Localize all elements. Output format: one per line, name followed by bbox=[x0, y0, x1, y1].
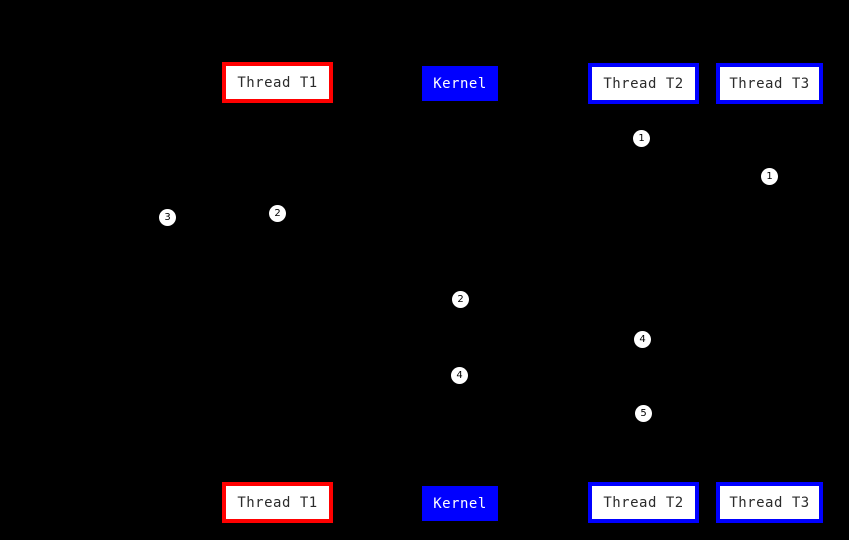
participant-box-t1-bottom[interactable]: Thread T1 bbox=[222, 482, 333, 523]
participant-box-t1-top[interactable]: Thread T1 bbox=[222, 62, 333, 103]
step-badge: 3 bbox=[159, 209, 176, 226]
participant-label-t1-top: Thread T1 bbox=[237, 74, 318, 91]
participant-box-t2-bottom[interactable]: Thread T2 bbox=[588, 482, 699, 523]
participant-box-kernel-bottom[interactable]: Kernel bbox=[422, 486, 498, 521]
participant-box-t3-top[interactable]: Thread T3 bbox=[716, 63, 823, 104]
step-badge: 1 bbox=[761, 168, 778, 185]
message-arrow-2 bbox=[643, 181, 769, 187]
message-arrow-7 bbox=[460, 380, 643, 386]
step-badge: 2 bbox=[269, 205, 286, 222]
step-badge: 1 bbox=[633, 130, 650, 147]
participant-label-t3-top: Thread T3 bbox=[729, 75, 810, 92]
message-arrow-3 bbox=[167, 219, 277, 225]
participant-box-kernel-top[interactable]: Kernel bbox=[422, 66, 498, 101]
step-badge: 4 bbox=[634, 331, 651, 348]
participant-label-t1-bottom: Thread T1 bbox=[237, 494, 318, 511]
step-badge: 5 bbox=[635, 405, 652, 422]
participant-label-t3-bottom: Thread T3 bbox=[729, 494, 810, 511]
step-badge: 4 bbox=[451, 367, 468, 384]
participant-label-kernel-bottom: Kernel bbox=[433, 495, 487, 512]
lifeline-t3 bbox=[769, 104, 770, 482]
message-arrow-8 bbox=[643, 418, 769, 424]
message-arrow-4 bbox=[277, 219, 460, 225]
message-arrow-5 bbox=[460, 304, 643, 310]
participant-box-t3-bottom[interactable]: Thread T3 bbox=[716, 482, 823, 523]
lifeline-t2 bbox=[643, 104, 644, 482]
message-arrow-1 bbox=[460, 143, 643, 149]
participant-label-t2-top: Thread T2 bbox=[603, 75, 684, 92]
participant-label-t2-bottom: Thread T2 bbox=[603, 494, 684, 511]
message-arrow-6 bbox=[460, 344, 643, 350]
step-badge: 2 bbox=[452, 291, 469, 308]
participant-label-kernel-top: Kernel bbox=[433, 75, 487, 92]
lifeline-t1 bbox=[277, 103, 278, 482]
participant-box-t2-top[interactable]: Thread T2 bbox=[588, 63, 699, 104]
